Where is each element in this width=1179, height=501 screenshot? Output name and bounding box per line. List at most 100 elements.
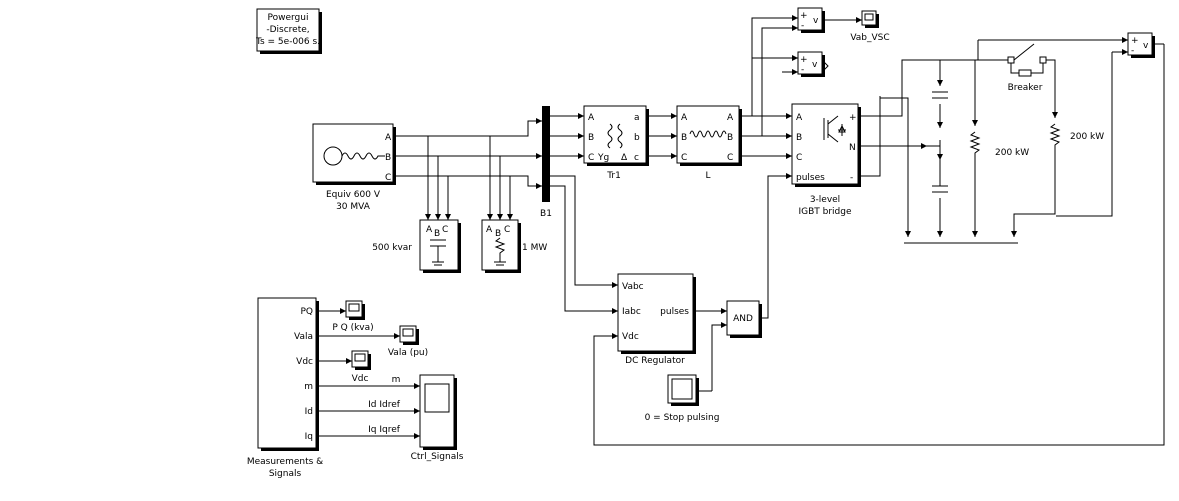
stop-label: 0 = Stop pulsing (645, 413, 720, 423)
meas-port-id: Id (305, 407, 313, 417)
vab-v: v (813, 16, 819, 26)
cap-port-a: A (426, 225, 433, 235)
igbt-switch-icon (823, 115, 846, 143)
meas-port-vala: Vala (294, 332, 313, 342)
scope-screen-icon (402, 328, 414, 337)
vr-plus: + (1131, 36, 1139, 46)
res2-label: 200 kW (1070, 132, 1104, 142)
igbt-bridge-block[interactable]: A B C pulses + N - 3-level IGBT bridge (791, 103, 861, 217)
resistor-icon (1049, 123, 1061, 150)
resistor-icon (969, 131, 981, 160)
voltmeter-right[interactable]: + - v (1127, 32, 1155, 58)
transformer-label: Tr1 (606, 171, 621, 181)
l-in-a: A (681, 113, 688, 123)
scope-pq-label: P Q (kva) (332, 323, 373, 333)
powergui-block[interactable]: Powergui -Discrete, Ts = 5e-006 s. (255, 8, 322, 54)
tr-in-a: A (588, 113, 595, 123)
igbt-label-1: 3-level (810, 195, 840, 205)
scope-screen-icon (424, 383, 450, 413)
scope-screen-icon (354, 353, 366, 362)
wires (316, 15, 1165, 446)
igbt-in-a: A (796, 113, 803, 123)
capacitor-icon (430, 239, 446, 266)
meas-port-m: m (304, 382, 313, 392)
res1-label: 200 kW (995, 148, 1029, 158)
source-block[interactable]: A B C Equiv 600 V 30 MVA (312, 123, 396, 212)
reg-in-iabc: Iabc (622, 307, 641, 317)
powergui-mode: -Discrete, (266, 25, 309, 35)
res-port-c: C (504, 225, 510, 235)
resistor-200kw-2[interactable]: 200 kW (1049, 123, 1104, 150)
capacitive-load-block[interactable]: A B C 500 kvar (372, 219, 461, 273)
source-port-c: C (385, 173, 391, 183)
meas-port-iq: Iq (305, 432, 313, 442)
ctrl-signals-label: Ctrl_Signals (411, 452, 464, 462)
igbt-n: N (849, 143, 856, 153)
vab-plus: + (800, 11, 808, 21)
bus-b1[interactable]: B1 (540, 106, 552, 219)
tr-out-c: c (634, 153, 639, 163)
voltmeter-vab[interactable]: + - v (797, 7, 825, 33)
source-label-1: Equiv 600 V (326, 190, 381, 200)
tr-delta: Δ (621, 153, 628, 163)
reg-in-vabc: Vabc (622, 282, 644, 292)
sig-m-label: m (392, 375, 401, 385)
ctrl-signals-scope[interactable]: Ctrl_Signals (411, 374, 464, 462)
scope-screen-icon (864, 13, 874, 21)
tr-out-b: b (634, 133, 640, 143)
l-in-b: B (681, 133, 687, 143)
meas-label-1: Measurements & (247, 457, 323, 467)
voltmeter-dc[interactable]: + - v (797, 51, 829, 77)
measurements-block[interactable]: PQ Vala Vdc m Id Iq Measurements & Signa… (247, 297, 323, 479)
scope-vala[interactable]: Vala (pu) (388, 325, 428, 358)
inductor-block[interactable]: A B C A B C L (676, 105, 742, 181)
l-in-c: C (681, 153, 687, 163)
breaker-block[interactable]: Breaker (1007, 43, 1047, 93)
scope-vdc-label: Vdc (352, 374, 369, 384)
resistive-load-block[interactable]: A B C 1 MW (481, 219, 547, 273)
reg-in-vdc: Vdc (622, 332, 639, 342)
cap-port-c: C (442, 225, 448, 235)
tr-yg: Yg (597, 153, 609, 163)
scope-pq[interactable]: P Q (kva) (332, 300, 374, 333)
tr-out-a: a (634, 113, 640, 123)
vab-minus: - (801, 21, 804, 31)
igbt-label-2: IGBT bridge (798, 207, 852, 217)
scope-screen-icon (348, 303, 360, 312)
source-port-a: A (385, 133, 392, 143)
wire-a-source-bus (396, 126, 529, 137)
igbt-plus: + (849, 113, 857, 123)
sig-iq-label: Iq Iqref (368, 425, 401, 435)
vdc-plus: + (800, 55, 808, 65)
resistor-200kw-1[interactable]: 200 kW (969, 131, 1029, 160)
l-out-a: A (727, 113, 734, 123)
breaker-label: Breaker (1008, 83, 1043, 93)
dc-regulator-block[interactable]: Vabc Iabc Vdc pulses DC Regulator (617, 273, 696, 366)
meas-port-pq: PQ (300, 307, 313, 317)
res-port-b: B (495, 229, 501, 239)
stop-pulsing-block[interactable]: 0 = Stop pulsing (645, 374, 720, 423)
igbt-in-b: B (796, 133, 802, 143)
reg-out-pulses: pulses (660, 307, 689, 317)
meas-port-vdc: Vdc (296, 357, 313, 367)
powergui-title: Powergui (268, 13, 309, 23)
l-out-c: C (727, 153, 733, 163)
scope-vab-vsc[interactable]: Vab_VSC (850, 10, 890, 43)
sig-id-label: Id Idref (368, 400, 401, 410)
cap-load-label: 500 kvar (372, 243, 412, 253)
powergui-ts: Ts = 5e-006 s. (255, 37, 320, 47)
tr-in-b: B (588, 133, 594, 143)
and-gate-block[interactable]: AND (726, 300, 762, 338)
scope-vdc[interactable]: Vdc (351, 350, 371, 384)
inductor-coil-icon (689, 130, 727, 138)
transformer-winding-icon (607, 123, 623, 149)
vdc-v: v (812, 60, 818, 70)
transformer-block[interactable]: A B C a b c Yg Δ Tr1 (583, 105, 649, 181)
source-label-2: 30 MVA (336, 202, 371, 212)
and-label: AND (733, 314, 753, 324)
igbt-in-pulses: pulses (796, 173, 825, 183)
source-port-b: B (385, 153, 391, 163)
inductor-label: L (705, 171, 710, 181)
res-port-a: A (486, 225, 493, 235)
scope-vab-label: Vab_VSC (850, 33, 889, 43)
